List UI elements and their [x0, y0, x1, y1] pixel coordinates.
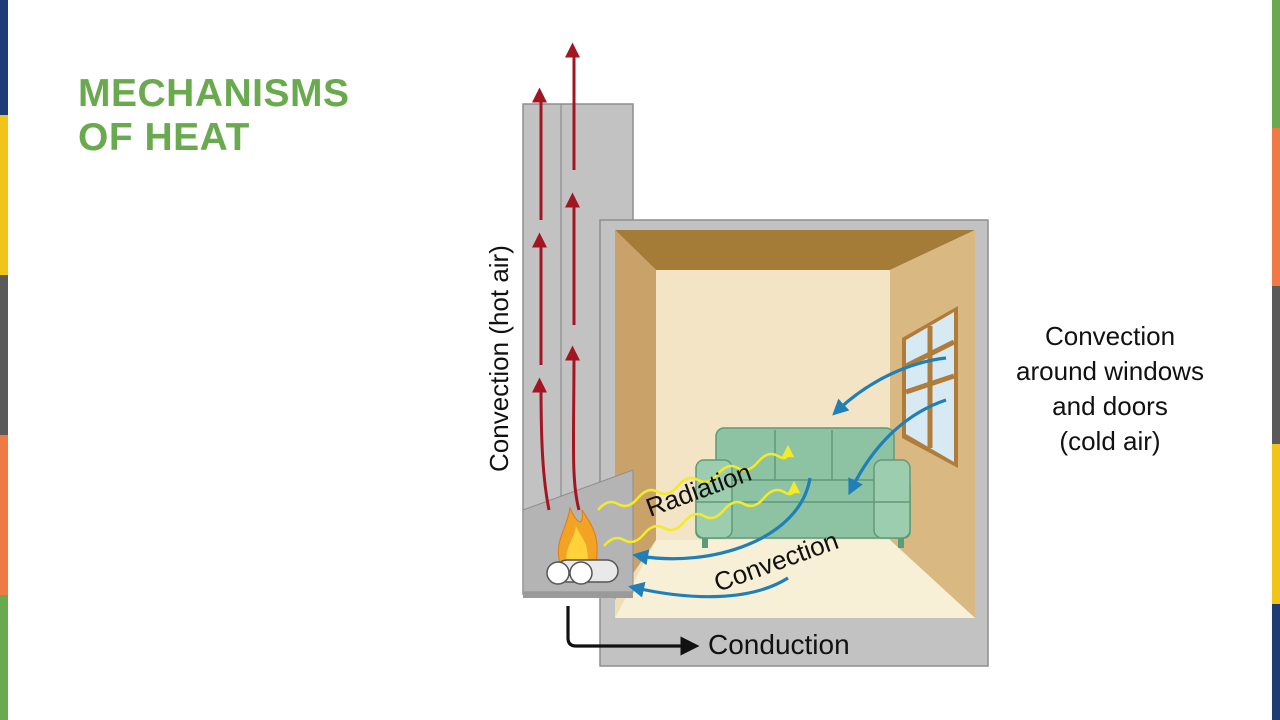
window	[902, 306, 958, 468]
edge-segment	[1272, 444, 1280, 604]
edge-segment	[1272, 286, 1280, 444]
label-window-convection: Convection around windows and doors (col…	[1016, 321, 1204, 456]
radiation-waves	[597, 444, 801, 547]
radiation-wave	[603, 480, 801, 547]
hot-air-arrow	[564, 345, 581, 511]
cold-air-arrow	[632, 477, 812, 566]
right-edge-bar	[1272, 0, 1280, 720]
label-conduction: Conduction	[708, 629, 850, 660]
edge-segment	[0, 115, 8, 275]
edge-segment	[0, 275, 8, 435]
logs-icon	[546, 559, 619, 585]
cold-air-arrow	[628, 576, 789, 599]
window-label-line: Convection	[1045, 321, 1175, 351]
radiation-wave	[597, 444, 795, 511]
ceiling	[615, 230, 975, 270]
edge-segment	[0, 595, 8, 720]
conduction-arrow	[566, 606, 700, 656]
edge-segment	[0, 0, 8, 115]
label-convection-hot-air: Convection (hot air)	[484, 245, 514, 472]
cold-air-arrow	[832, 356, 947, 416]
cold-air-arrow	[848, 398, 947, 496]
page-title: MECHANISMS OF HEAT	[78, 72, 350, 160]
window-label-line: (cold air)	[1059, 426, 1160, 456]
window-label-line: around windows	[1016, 356, 1204, 386]
edge-segment	[1272, 604, 1280, 720]
floor	[615, 540, 975, 618]
left-edge-bar	[0, 0, 8, 720]
hearth	[523, 592, 633, 598]
title-line-1: MECHANISMS	[78, 72, 350, 115]
title-line-2: OF HEAT	[78, 116, 250, 159]
edge-segment	[1272, 0, 1280, 128]
hot-air-arrows	[532, 42, 581, 511]
edge-segment	[0, 435, 8, 595]
hot-air-arrow	[532, 377, 551, 511]
heat-mechanisms-diagram: Convection (hot air) Radiation Convectio…	[484, 42, 1204, 667]
edge-segment	[1272, 128, 1280, 286]
fire-icon	[557, 506, 598, 565]
window-label-line: and doors	[1052, 391, 1168, 421]
cold-air-arrows	[628, 356, 947, 599]
